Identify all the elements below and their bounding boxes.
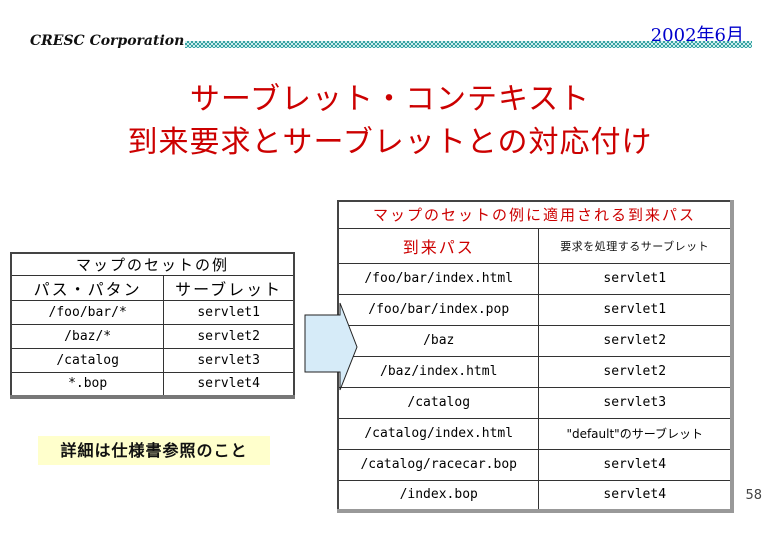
table-row: /baz/index.html servlet2 <box>337 355 733 388</box>
incoming-path-table: マップのセットの例に適用される到来パス 到来パス 要求を処理するサーブレット /… <box>337 200 734 513</box>
company-logo-text: CRESC Corporation <box>30 33 185 49</box>
path-pattern-cell: /baz/* <box>10 324 165 349</box>
servlet-cell: "default"のサーブレット <box>538 417 733 450</box>
incoming-path-cell: /index.bop <box>337 479 540 512</box>
right-block-arrow-icon <box>304 302 358 391</box>
date-label: 2002年6月 <box>650 25 744 46</box>
path-pattern-cell: /foo/bar/* <box>10 300 165 325</box>
table-row: /baz servlet2 <box>337 324 733 357</box>
mapping-table-caption: マップのセットの例 <box>10 252 295 276</box>
path-pattern-cell: *.bop <box>10 372 165 397</box>
servlet-cell: servlet2 <box>538 324 733 357</box>
slide-title-line2: 到来要求とサーブレットとの対応付け <box>127 125 653 160</box>
servlet-cell: servlet1 <box>538 293 733 326</box>
servlet-cell: servlet2 <box>163 324 295 349</box>
incoming-path-cell: /baz/index.html <box>337 355 540 388</box>
table-row: /catalog servlet3 <box>10 348 295 373</box>
incoming-table-caption: マップのセットの例に適用される到来パス <box>337 200 733 229</box>
incoming-path-cell: /catalog/index.html <box>337 417 540 450</box>
servlet-cell: servlet1 <box>163 300 295 325</box>
servlet-cell: servlet4 <box>163 372 295 397</box>
incoming-path-cell: /catalog <box>337 386 540 419</box>
incoming-path-cell: /baz <box>337 324 540 357</box>
table-row: /catalog servlet3 <box>337 386 733 419</box>
table-row: /foo/bar/* servlet1 <box>10 300 295 325</box>
table-row: /index.bop servlet4 <box>337 479 733 512</box>
servlet-cell: servlet3 <box>538 386 733 419</box>
accent-bar <box>185 41 752 48</box>
slide-title: サーブレット・コンテキスト 到来要求とサーブレットとの対応付け <box>0 78 780 164</box>
table-row: /foo/bar/index.pop servlet1 <box>337 293 733 326</box>
path-pattern-cell: /catalog <box>10 348 165 373</box>
servlet-cell: servlet4 <box>538 479 733 512</box>
table-header-row: パス・パタン サーブレット <box>10 275 295 301</box>
slide-title-line1: サーブレット・コンテキスト <box>189 82 591 117</box>
incoming-path-cell: /catalog/racecar.bop <box>337 448 540 481</box>
servlet-cell: servlet1 <box>538 262 733 295</box>
column-header-path-pattern: パス・パタン <box>10 275 165 301</box>
column-header-incoming-path: 到来パス <box>337 227 540 264</box>
column-header-servlet: サーブレット <box>163 275 295 301</box>
servlet-cell: servlet4 <box>538 448 733 481</box>
table-row: /catalog/index.html "default"のサーブレット <box>337 417 733 450</box>
table-row: /foo/bar/index.html servlet1 <box>337 262 733 295</box>
table-caption-row: マップのセットの例 <box>10 252 295 276</box>
incoming-path-cell: /foo/bar/index.pop <box>337 293 540 326</box>
column-header-handling-servlet: 要求を処理するサーブレット <box>538 227 733 264</box>
table-row: *.bop servlet4 <box>10 372 295 397</box>
servlet-cell: servlet3 <box>163 348 295 373</box>
note-highlight: 詳細は仕様書参照のこと <box>38 436 270 465</box>
table-header-row: 到来パス 要求を処理するサーブレット <box>337 227 733 264</box>
servlet-cell: servlet2 <box>538 355 733 388</box>
mapping-set-table: マップのセットの例 パス・パタン サーブレット /foo/bar/* servl… <box>10 252 295 399</box>
table-row: /baz/* servlet2 <box>10 324 295 349</box>
page-number: 58 <box>745 488 762 503</box>
table-row: /catalog/racecar.bop servlet4 <box>337 448 733 481</box>
table-caption-row: マップのセットの例に適用される到来パス <box>337 200 733 229</box>
incoming-path-cell: /foo/bar/index.html <box>337 262 540 295</box>
